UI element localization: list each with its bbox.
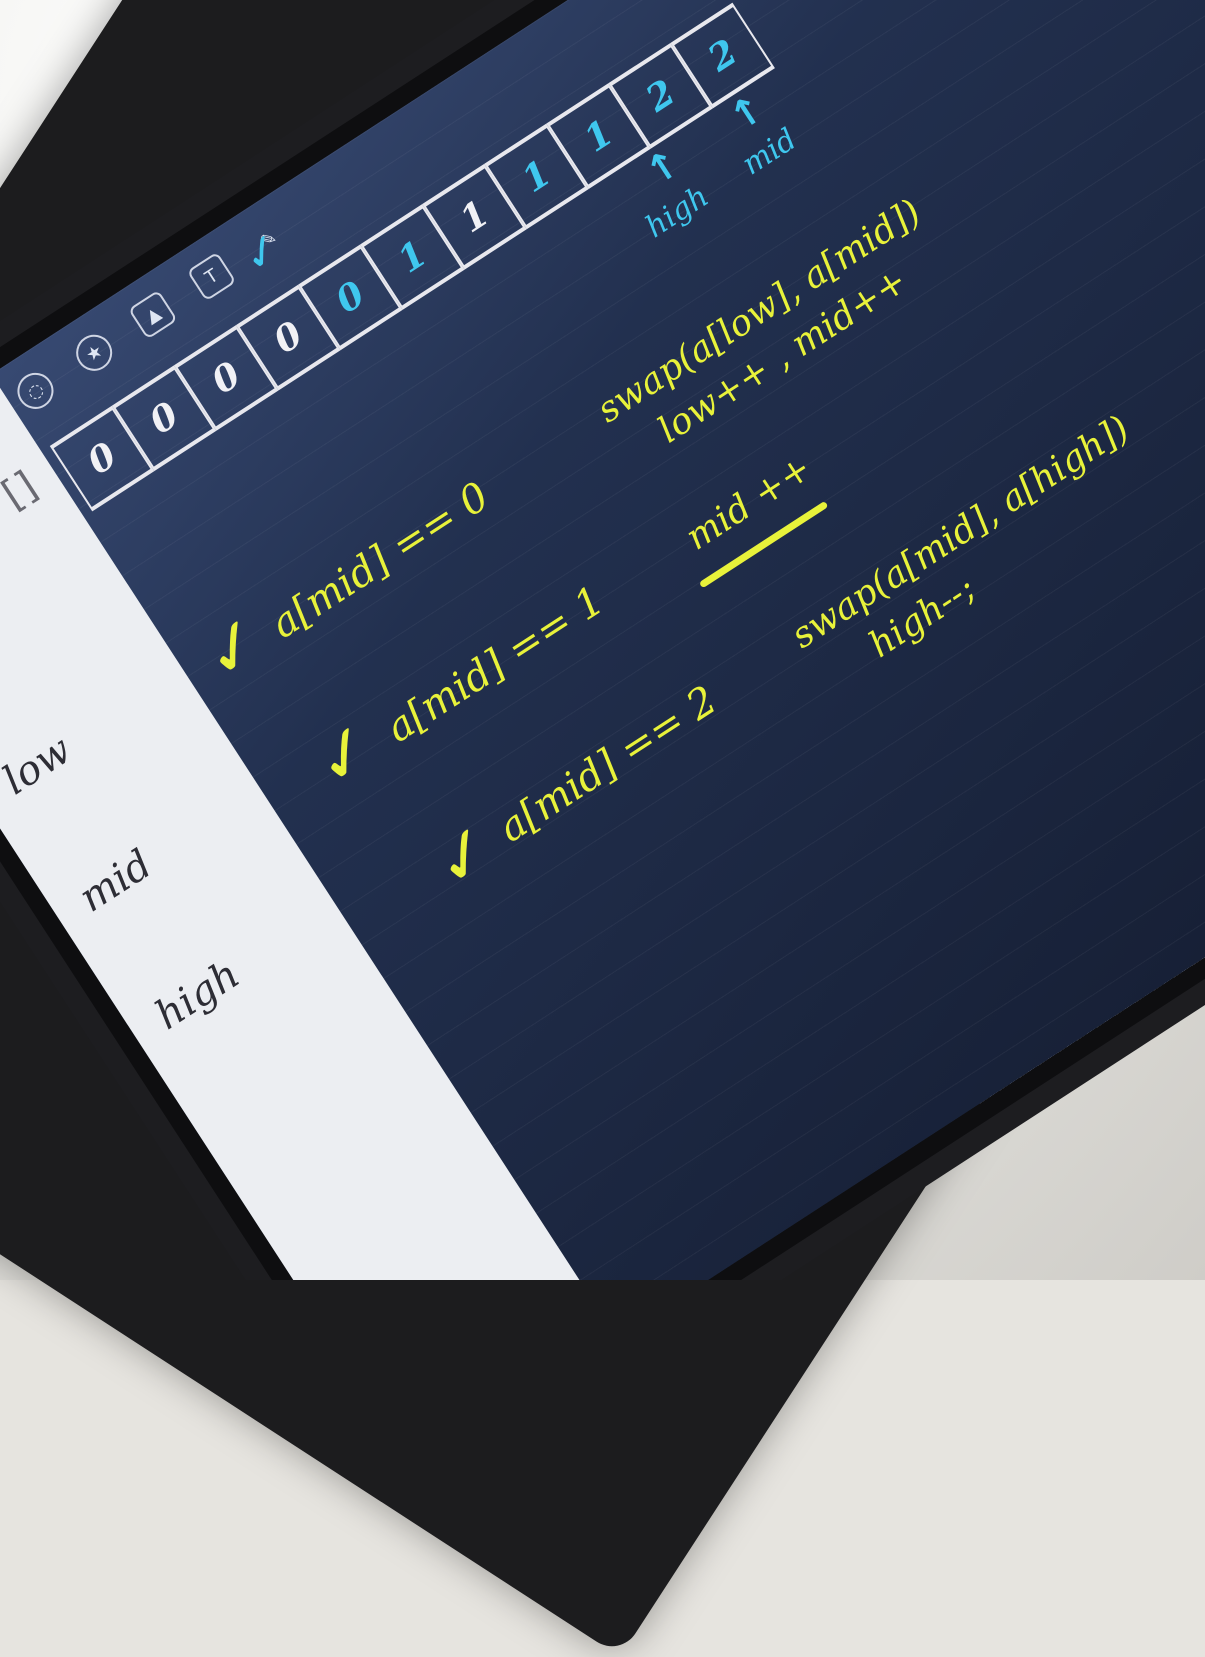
lasso-icon[interactable]: ◌ (10, 366, 61, 416)
label-low: low (0, 726, 80, 805)
check-mark-1: ✓ (297, 703, 392, 805)
label-mid: mid (71, 841, 161, 922)
notes-canvas[interactable]: [] low mid high ◌ ★ ▲ T ✎ 0 0 0 0 0 1 1 … (0, 0, 1205, 1280)
laptop-screen: [] low mid high ◌ ★ ▲ T ✎ 0 0 0 0 0 1 1 … (0, 0, 1205, 1280)
action-one: mid ++ (678, 447, 819, 559)
label-high: high (147, 951, 248, 1039)
action-two-swap: swap(a[mid], a[high]) (784, 408, 1137, 657)
shapes-icon[interactable]: ★ (69, 327, 120, 378)
condition-one: a[mid] == 1 (378, 577, 613, 752)
image-icon[interactable]: ▲ (127, 289, 178, 340)
bracket-label: [] (0, 462, 46, 519)
high-pointer-label: high (639, 178, 716, 246)
condition-zero: a[mid] == 0 (263, 473, 498, 648)
condition-two: a[mid] == 2 (490, 677, 725, 852)
text-icon[interactable]: T (186, 251, 237, 302)
